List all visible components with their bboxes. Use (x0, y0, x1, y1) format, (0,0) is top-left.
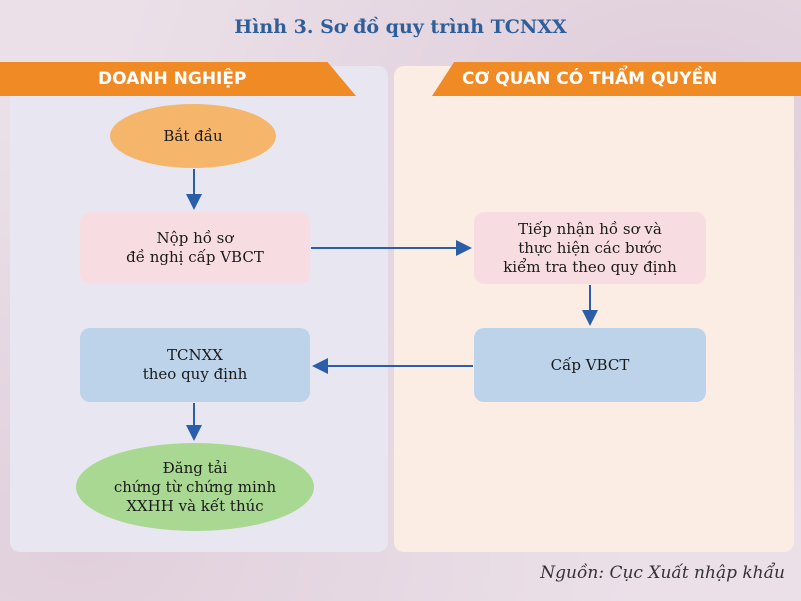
lane-authority-header: CƠ QUAN CÓ THẨM QUYỀN (432, 62, 801, 96)
end-node-label: Đăng tải chứng từ chứng minh XXHH và kết… (113, 458, 277, 515)
end-node: Đăng tải chứng từ chứng minh XXHH và kết… (76, 443, 314, 531)
source-caption: Nguồn: Cục Xuất nhập khẩu (540, 563, 785, 583)
lane-authority-panel (394, 66, 794, 552)
start-node-label: Bắt đầu (163, 126, 223, 145)
tcnxx-label: TCNXX theo quy định (142, 346, 248, 383)
lane-business-header: DOANH NGHIỆP (0, 62, 356, 96)
issue-vbct-label: Cấp VBCT (550, 355, 630, 374)
submit-dossier-label: Nộp hồ sơ đề nghị cấp VBCT (126, 229, 264, 266)
issue-vbct-node: Cấp VBCT (474, 328, 706, 402)
receive-check-label: Tiếp nhận hồ sơ và thực hiện các bước ki… (503, 219, 677, 276)
figure-title: Hình 3. Sơ đồ quy trình TCNXX (234, 16, 567, 38)
submit-dossier-node: Nộp hồ sơ đề nghị cấp VBCT (80, 212, 310, 284)
receive-check-node: Tiếp nhận hồ sơ và thực hiện các bước ki… (474, 212, 706, 284)
start-node: Bắt đầu (110, 104, 276, 168)
tcnxx-node: TCNXX theo quy định (80, 328, 310, 402)
